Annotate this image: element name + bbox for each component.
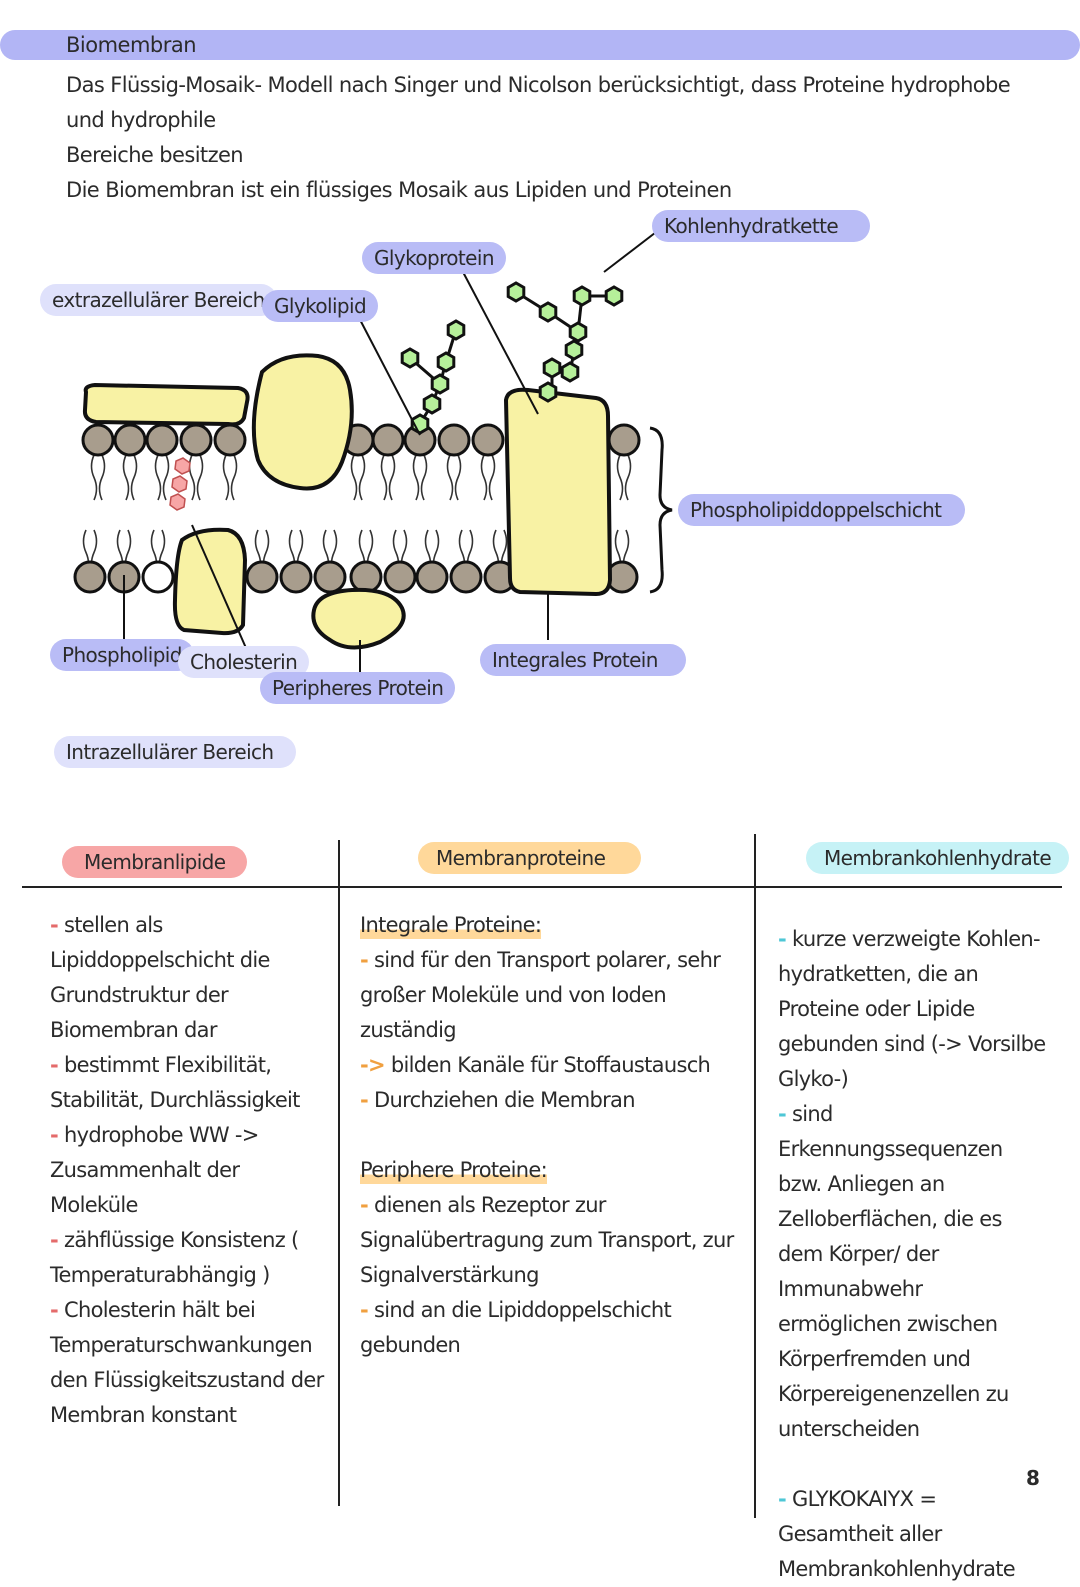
phospholipid-head bbox=[179, 423, 213, 457]
header-membranlipide: Membranlipide bbox=[62, 846, 248, 878]
peripheral-item: - sind an die Lipiddoppelschicht gebunde… bbox=[360, 1298, 672, 1357]
lipid-tail bbox=[122, 454, 138, 501]
lipid-item: - hydrophobe WW -> Zusammenhalt der Mole… bbox=[50, 1123, 259, 1217]
label-carbohydrate-chain: Kohlenhydratkette bbox=[652, 210, 871, 242]
peripheral-protein bbox=[311, 587, 406, 650]
proteins-column: Integrale Proteine: - sind für den Trans… bbox=[360, 908, 735, 1363]
column-divider-2 bbox=[754, 834, 756, 1518]
label-peripheral-protein: Peripheres Protein bbox=[260, 672, 456, 704]
lipid-item: - zähflüssige Konsistenz ( Temperaturabh… bbox=[50, 1228, 299, 1287]
lipids-column: - stellen als Lipiddoppelschicht die Gru… bbox=[50, 908, 330, 1433]
integral-proteins-title: Integrale Proteine: bbox=[360, 908, 542, 943]
phospholipid-head bbox=[245, 560, 279, 594]
lipid-item: - stellen als Lipiddoppelschicht die Gru… bbox=[50, 913, 270, 1042]
sugar-unit bbox=[564, 339, 584, 361]
lipid-tail bbox=[446, 454, 462, 501]
carb-item: - kurze verzweigte Kohlen- hydratketten,… bbox=[778, 927, 1046, 1091]
phospholipid-head bbox=[437, 423, 471, 457]
label-intracellular: Intrazellulärer Bereich bbox=[54, 736, 296, 768]
phospholipid-head bbox=[141, 560, 175, 594]
label-glycolipid: Glykolipid bbox=[262, 290, 379, 322]
label-bilayer: Phospholipiddoppelschicht bbox=[678, 494, 966, 526]
phospholipid-head bbox=[607, 423, 641, 457]
label-integral-protein: Integrales Protein bbox=[480, 644, 686, 676]
phospholipid-head bbox=[213, 423, 247, 457]
sugar-unit bbox=[430, 373, 450, 395]
lipid-tail bbox=[188, 454, 204, 501]
sugar-unit bbox=[400, 347, 420, 369]
sugar-unit bbox=[538, 381, 558, 403]
phospholipid-head bbox=[471, 423, 505, 457]
label-extracellular: extrazellulärer Bereich bbox=[40, 284, 277, 316]
phospholipid-head bbox=[113, 423, 147, 457]
sugar-unit bbox=[560, 361, 580, 383]
phospholipid-head bbox=[145, 423, 179, 457]
phospholipid-head bbox=[415, 560, 449, 594]
channel-protein-left bbox=[251, 353, 354, 491]
intro-text: Das Flüssig-Mosaik- Modell nach Singer u… bbox=[66, 68, 1026, 208]
intro-line-3: Die Biomembran ist ein flüssiges Mosaik … bbox=[66, 178, 732, 202]
lipid-tail bbox=[412, 454, 428, 501]
integral-protein bbox=[503, 387, 613, 597]
phospholipid-head bbox=[449, 560, 483, 594]
top-peripheral-protein bbox=[82, 382, 250, 427]
integral-item: -> bilden Kanäle für Stoffaustausch bbox=[360, 1053, 711, 1077]
phospholipid-head bbox=[383, 560, 417, 594]
intro-line-1: Das Flüssig-Mosaik- Modell nach Singer u… bbox=[66, 73, 1011, 132]
header-membranproteine: Membranproteine bbox=[418, 842, 642, 874]
sugar-unit bbox=[572, 285, 592, 307]
carbs-column: - kurze verzweigte Kohlen- hydratketten,… bbox=[778, 922, 1048, 1587]
label-glycoprotein: Glykoprotein bbox=[362, 242, 506, 274]
column-divider-1 bbox=[338, 840, 340, 1506]
phospholipid-head bbox=[279, 560, 313, 594]
lower-integral-protein bbox=[172, 527, 248, 636]
lipid-tail bbox=[380, 454, 396, 501]
label-cholesterol: Cholesterin bbox=[178, 646, 310, 678]
sugar-unit bbox=[542, 357, 562, 379]
phospholipid-head bbox=[371, 423, 405, 457]
intro-line-2: Bereiche besitzen bbox=[66, 143, 244, 167]
peripheral-item: - dienen als Rezeptor zur Signalübertrag… bbox=[360, 1193, 734, 1287]
table-header-rule bbox=[22, 886, 1062, 888]
peripheral-proteins-title: Periphere Proteine: bbox=[360, 1153, 548, 1188]
integral-item: - sind für den Transport polarer, sehr g… bbox=[360, 948, 721, 1042]
phospholipid-head bbox=[313, 560, 347, 594]
page-title: Biomembran bbox=[66, 33, 197, 57]
sugar-unit bbox=[446, 319, 466, 341]
lipid-tail bbox=[90, 454, 106, 501]
membrane-diagram bbox=[73, 225, 673, 672]
sugar-unit bbox=[436, 351, 456, 373]
carb-item: - sind Erkennungssequenzen bzw. Anliegen… bbox=[778, 1102, 1009, 1441]
lipid-tail bbox=[350, 454, 366, 501]
bilayer-brace bbox=[649, 426, 673, 594]
label-phospholipid: Phospholipid bbox=[50, 639, 194, 671]
page-number: 8 bbox=[1026, 1466, 1040, 1490]
header-membrankohlenhydrate: Membrankohlenhydrate bbox=[806, 842, 1070, 874]
sugar-unit bbox=[604, 285, 624, 307]
integral-item: - Durchziehen die Membran bbox=[360, 1088, 636, 1112]
phospholipid-head bbox=[73, 560, 107, 594]
carb-item: - GLYKOKAIYX = Gesamtheit aller Membrank… bbox=[778, 1487, 1016, 1581]
phospholipid-head bbox=[349, 560, 383, 594]
phospholipid-head bbox=[81, 423, 115, 457]
title-highlight bbox=[0, 30, 1080, 60]
lipid-item: - bestimmt Flexibilität, Stabilität, Dur… bbox=[50, 1053, 300, 1112]
lipid-item: - Cholesterin hält bei Temperaturschwank… bbox=[50, 1298, 324, 1427]
sugar-unit bbox=[422, 393, 442, 415]
lipid-tail bbox=[480, 454, 496, 501]
lipid-tail bbox=[154, 454, 170, 501]
cholesterol-molecule bbox=[169, 457, 191, 511]
sugar-unit bbox=[506, 281, 526, 303]
sugar-unit bbox=[568, 321, 588, 343]
sugar-unit bbox=[538, 301, 558, 323]
lipid-tail bbox=[222, 454, 238, 501]
lipid-tail bbox=[616, 454, 632, 501]
